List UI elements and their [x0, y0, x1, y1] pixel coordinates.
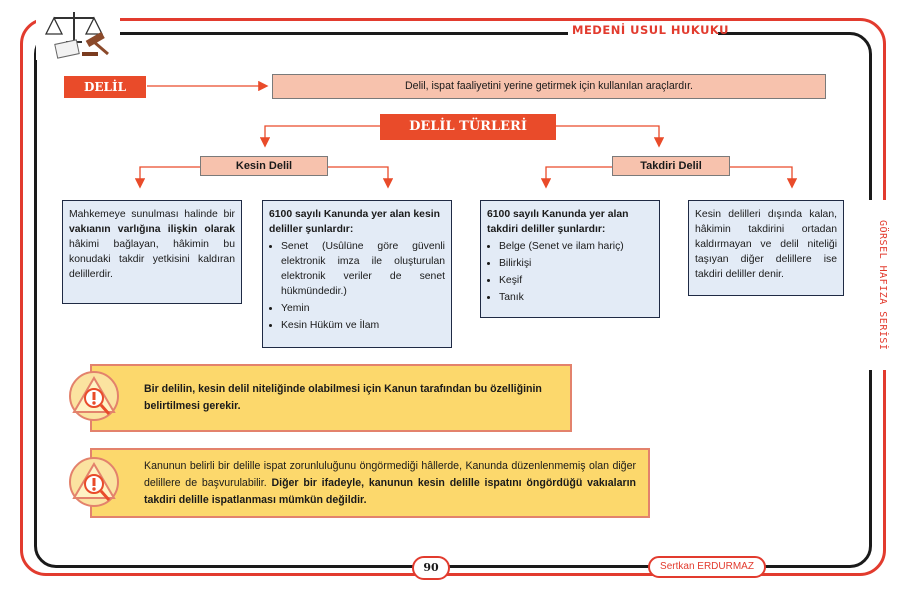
list-item: Belge (Senet ve ilam hariç): [499, 239, 653, 254]
types-title: DELİL TÜRLERİ: [380, 114, 556, 140]
list-item: Yemin: [281, 301, 445, 316]
takdiri-list: Belge (Senet ve ilam hariç) Bilirkişi Ke…: [487, 239, 653, 305]
author-name: Sertkan ERDURMAZ: [648, 556, 766, 578]
kesin-list: Senet (Usûlüne göre güvenli elektronik i…: [269, 239, 445, 333]
kesin-desc-3: hâkimi bağlayan, hâkimin bu konudaki tak…: [69, 239, 235, 280]
takdiri-list-box: 6100 sayılı Kanunda yer alan takdiri del…: [480, 200, 660, 318]
kesin-desc-bold: vakıanın varlığına ilişkin olarak: [69, 224, 235, 235]
warning-icon: [66, 454, 126, 512]
scales-of-justice-icon: [44, 12, 109, 59]
header-bar: [568, 22, 718, 40]
takdiri-description-box: Kesin delilleri dışında kalan, hâkimin t…: [688, 200, 844, 296]
kesin-description-box: Mahkemeye sunulması halinde bir vakıanın…: [62, 200, 242, 304]
header-title: MEDENİ USUL HUKUKU: [572, 23, 729, 37]
note-2-bold: Diğer bir ifadeyle, kanunun kesin delill…: [144, 477, 636, 506]
note-2-text: Kanunun belirli bir delille ispat zorunl…: [144, 460, 636, 489]
list-item: Tanık: [499, 290, 653, 305]
warning-icon: [66, 368, 126, 426]
note-1-text: Bir delilin, kesin delil niteliğinde ola…: [144, 383, 542, 412]
kesin-list-title: 6100 sayılı Kanunda yer alan kesin delil…: [269, 209, 440, 235]
delil-tag: DELİL: [64, 76, 146, 98]
definition-box: Delil, ispat faaliyetini yerine getirmek…: [272, 74, 826, 99]
kesin-delil-label: Kesin Delil: [200, 156, 328, 176]
warning-note-1: Bir delilin, kesin delil niteliğinde ola…: [90, 364, 572, 432]
list-item: Senet (Usûlüne göre güvenli elektronik i…: [281, 239, 445, 299]
warning-note-2: Kanunun belirli bir delille ispat zorunl…: [90, 448, 650, 518]
kesin-list-box: 6100 sayılı Kanunda yer alan kesin delil…: [262, 200, 452, 348]
kesin-desc-1: Mahkemeye sunulması halinde bir: [69, 209, 235, 220]
series-label: GÖRSEL HAFIZA SERİSİ: [877, 219, 888, 351]
takdiri-list-title: 6100 sayılı Kanunda yer alan takdiri del…: [487, 209, 629, 235]
list-item: Keşif: [499, 273, 653, 288]
takdiri-delil-label: Takdiri Delil: [612, 156, 730, 176]
list-item: Bilirkişi: [499, 256, 653, 271]
logo: [36, 8, 120, 60]
page-number: 90: [412, 556, 450, 580]
list-item: Kesin Hüküm ve İlam: [281, 318, 445, 333]
